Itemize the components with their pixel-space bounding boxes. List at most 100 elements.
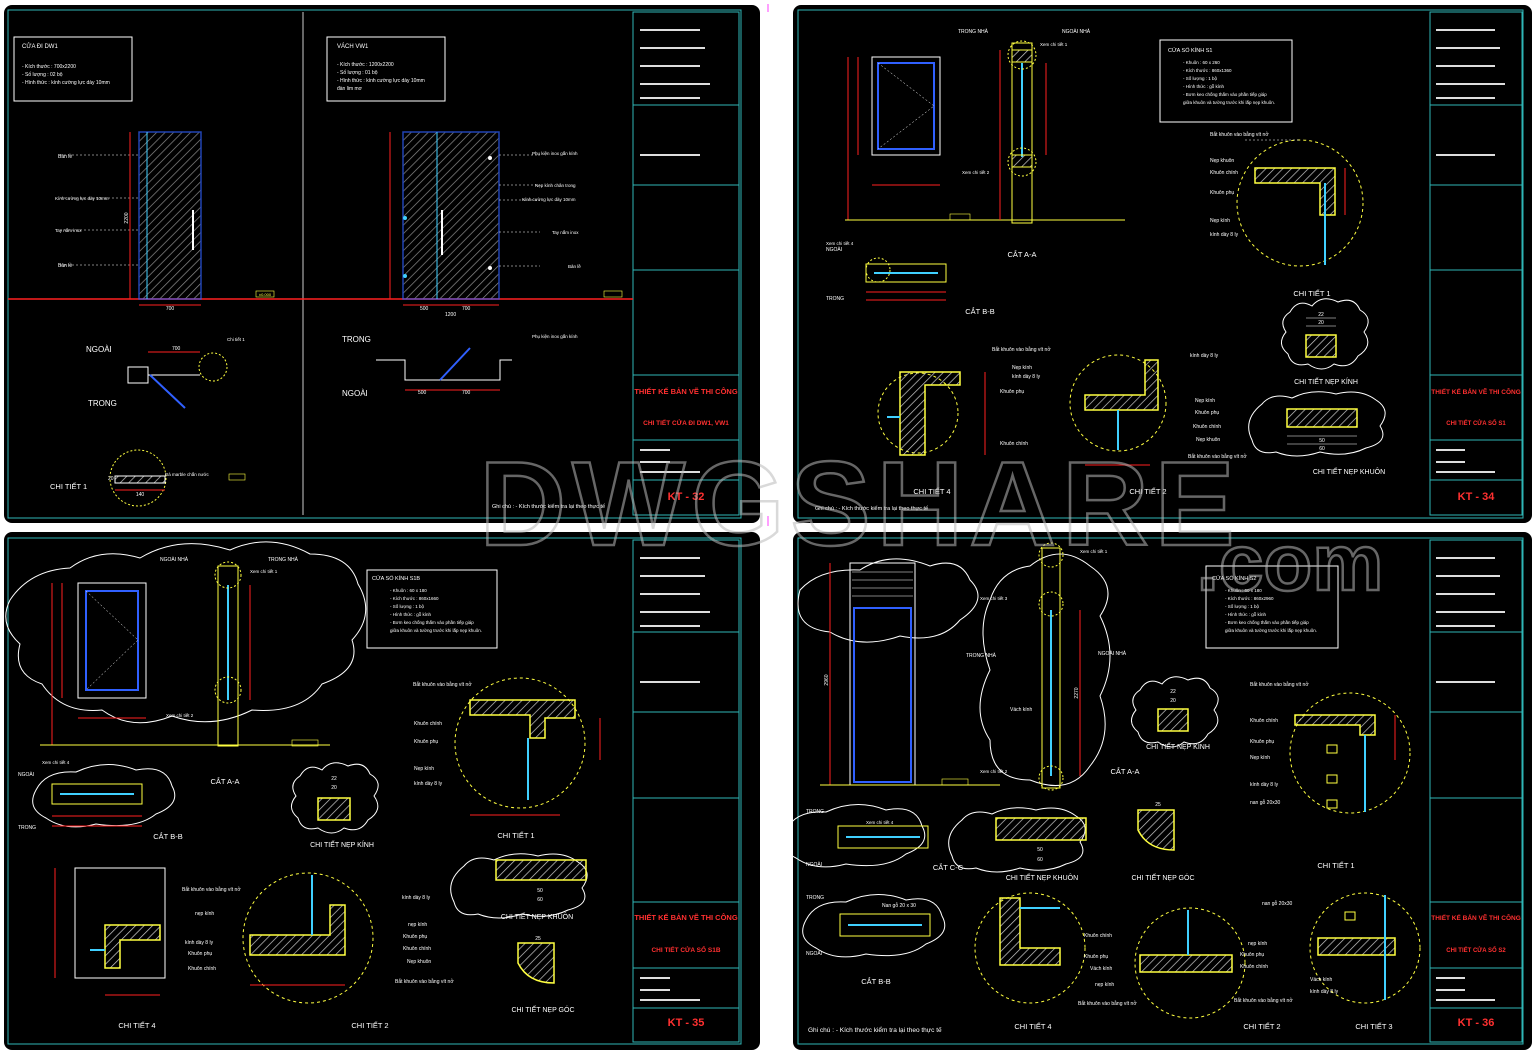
title-block-subtitle: CHI TIẾT CỬA ĐI DW1, VW1 [643, 417, 729, 427]
detail-title: CHI TIẾT 1 [1293, 288, 1330, 298]
sheet-frame [797, 9, 1524, 519]
detail-4-s1: Bắt khuôn vào bằng vít nở Nẹp kính kính … [877, 346, 1051, 496]
detail-nep-khuon-s1b: 50 60 CHI TIẾT NẸP KHUÔN [450, 853, 588, 921]
section-title: CẮT A-A [210, 777, 239, 786]
label: Khuôn phụ [1250, 739, 1274, 745]
note-line: - Số lượng : 1 bộ [390, 604, 424, 609]
section-aa-s1: Xem chi tiết 1 Xem chi tiết 2 CẮT A-A [962, 40, 1068, 259]
label: Bắt khuôn vào bằng vít nở [182, 886, 241, 893]
orientation-label: TRONG [806, 809, 824, 815]
section-title: CẮT B-B [965, 307, 994, 316]
dimension: 500 [420, 306, 429, 312]
note-title: CỬA SỔ KÍNH S1 [1168, 47, 1212, 54]
orientation-label: TRONG [826, 296, 844, 302]
orientation-label: TRONG [342, 335, 371, 344]
level-tag: ±0.000 [259, 292, 272, 297]
detail-1-s1b: Bắt khuôn vào bằng vít nở Khuôn chính Kh… [413, 677, 601, 840]
label: Khuôn chính [403, 946, 431, 952]
label: Bản lề [58, 263, 72, 269]
detail-title: CHI TIẾT 1 [497, 830, 534, 840]
dimension: 700 [462, 306, 471, 312]
label: Đá marble chắn nước [165, 471, 209, 477]
label: Khuôn chính [1210, 170, 1238, 176]
dimension: 50 [537, 888, 543, 894]
plan-vw1: TRONG NGOÀI 500 700 Phụ kiện inox gắn kí… [342, 333, 578, 398]
note-line: giữa khuôn và tường trước khi lắp nẹp kh… [1225, 627, 1317, 633]
note-line: - Kích thước : 700x2200 [22, 64, 76, 70]
section-title: CẮT A-A [1007, 250, 1036, 259]
sheet-note: Ghi chú : - Kích thước kiểm tra lại theo… [815, 505, 928, 512]
label: Bắt khuôn vào bằng vít nở [413, 681, 472, 688]
sheet-frame [7, 9, 742, 519]
label: Khuôn chính [1084, 933, 1112, 939]
note-line: - Bơm keo chống thấm vào phần tiếp giáp [390, 620, 474, 625]
label: kính dày 8 ly [185, 940, 214, 946]
note-title: CỬA ĐI DW1 [22, 43, 58, 50]
label: Bắt khuôn vào bằng vít nở [1078, 1000, 1137, 1007]
label: Vách kính [1090, 966, 1112, 972]
orientation-label: NGOÀI [826, 246, 842, 253]
note-line: đàn lim mơ [337, 86, 363, 92]
label: Nẹp khuôn [1196, 437, 1220, 443]
label: Bắt khuôn vào bằng vít nở [1250, 681, 1309, 688]
detail-nep-khuon-s1: 50 60 CHI TIẾT NẸP KHUÔN [1248, 391, 1386, 476]
label: Khuôn phụ [1195, 410, 1219, 416]
orientation-label: NGOÀI NHÀ [1062, 28, 1091, 35]
dimension: 700 [172, 346, 181, 352]
label: Bắt khuôn vào bằng vít nở [395, 978, 454, 985]
title-block-subtitle: CHI TIẾT CỬA SỔ S1B [651, 944, 720, 954]
callout: Xem chi tiết 2 [962, 170, 990, 175]
label: Khuôn phụ [1240, 952, 1264, 958]
dimension: 1200 [445, 312, 456, 318]
detail-1-s1: Bắt khuôn vào bằng vít nở Nẹp khuôn Khuô… [1210, 131, 1364, 298]
window-s1b-elevation [40, 582, 330, 747]
note-line: - Hình thức : kính cường lực dày 10mm [22, 80, 110, 86]
title-block: THIẾT KẾ BẢN VẼ THI CÔNG CHI TIẾT CỬA SỔ… [1429, 539, 1523, 1043]
orientation-label: TRONG [806, 895, 824, 901]
label: Khuôn chính [414, 721, 442, 727]
note-title: CỬA SỔ KÍNH S2 [1212, 575, 1256, 582]
orientation-label: NGOÀI [806, 861, 822, 868]
watermark-suffix: .com [1197, 518, 1384, 607]
label: Khuôn chính [1240, 964, 1268, 970]
vw1-elevation: Phụ kiện inox gắn kính Nẹp kính chân tro… [389, 131, 623, 318]
label: nẹp kính [1248, 941, 1267, 947]
callout: Xem chi tiết 3 [980, 596, 1008, 601]
section-aa-s1b: Xem chi tiết 1 Xem chi tiết 2 CẮT A-A [166, 561, 278, 786]
label: Nẹp kính chân trong [535, 183, 576, 188]
label: Tay nắm inox [552, 229, 579, 235]
title-block-subtitle: CHI TIẾT CỬA SỔ S2 [1446, 947, 1506, 954]
title-block: THIẾT KẾ BẢN VẼ THI CÔNG CHI TIẾT CỬA SỔ… [1429, 11, 1523, 516]
detail-title: CHI TIẾT 2 [1243, 1021, 1280, 1031]
label: kính dày 8 ly [414, 781, 443, 787]
section-cc-s2: TRONG NGOÀI Xem chi tiết 4 CẮT C-C [782, 804, 964, 872]
dimension: 700 [462, 390, 471, 396]
sheet-note: Ghi chú : - Kích thước kiểm tra lại theo… [808, 1025, 942, 1034]
section-bb-s1b: Xem chi tiết 4 NGOÀI TRONG CẮT B-B [18, 760, 183, 841]
section-aa-s2: Xem chi tiết 1 Xem chi tiết 3 Xem chi ti… [966, 542, 1140, 791]
sheet-number: KT - 32 [668, 491, 705, 503]
sheet-background [4, 532, 760, 1050]
detail-title: CHI TIẾT NẸP KHUÔN [501, 911, 573, 921]
orientation-label: NGOÀI [18, 771, 34, 778]
label: Nẹp khuôn [1210, 158, 1234, 164]
note-line: - Khuôn : 60 x 260 [1183, 60, 1220, 65]
label: Khuôn phụ [403, 934, 427, 940]
label: Nẹp kính [1195, 398, 1215, 404]
dimension: 2200 [124, 212, 130, 223]
dimension: 700 [166, 306, 175, 312]
label: Bản lề [58, 154, 72, 160]
detail-title: CHI TIẾT 1 [50, 481, 87, 491]
label: Bản lề [568, 264, 581, 269]
note-line: giữa khuôn và tường trước khi lắp nẹp kh… [390, 627, 482, 633]
label: Phụ kiện inox gắn kính [532, 150, 578, 156]
orientation-label: NGOÀI NHÀ [1098, 650, 1127, 657]
section-bb-s2: TRONG NGOÀI Nan gỗ 20 x 30 CẮT B-B [802, 894, 946, 986]
sheet-number: KT - 35 [668, 1017, 705, 1029]
callout: Xem chi tiết 1 [1040, 42, 1068, 47]
note-title: VÁCH VW1 [337, 43, 369, 50]
title-block-subtitle: CHI TIẾT CỬA SỔ S1 [1446, 420, 1506, 427]
label: Nẹp kính [1012, 365, 1032, 371]
detail-nep-kinh-s1b: 22 20 CHI TIẾT NẸP KÍNH [291, 762, 379, 849]
section-title: CẮT B-B [861, 977, 890, 986]
